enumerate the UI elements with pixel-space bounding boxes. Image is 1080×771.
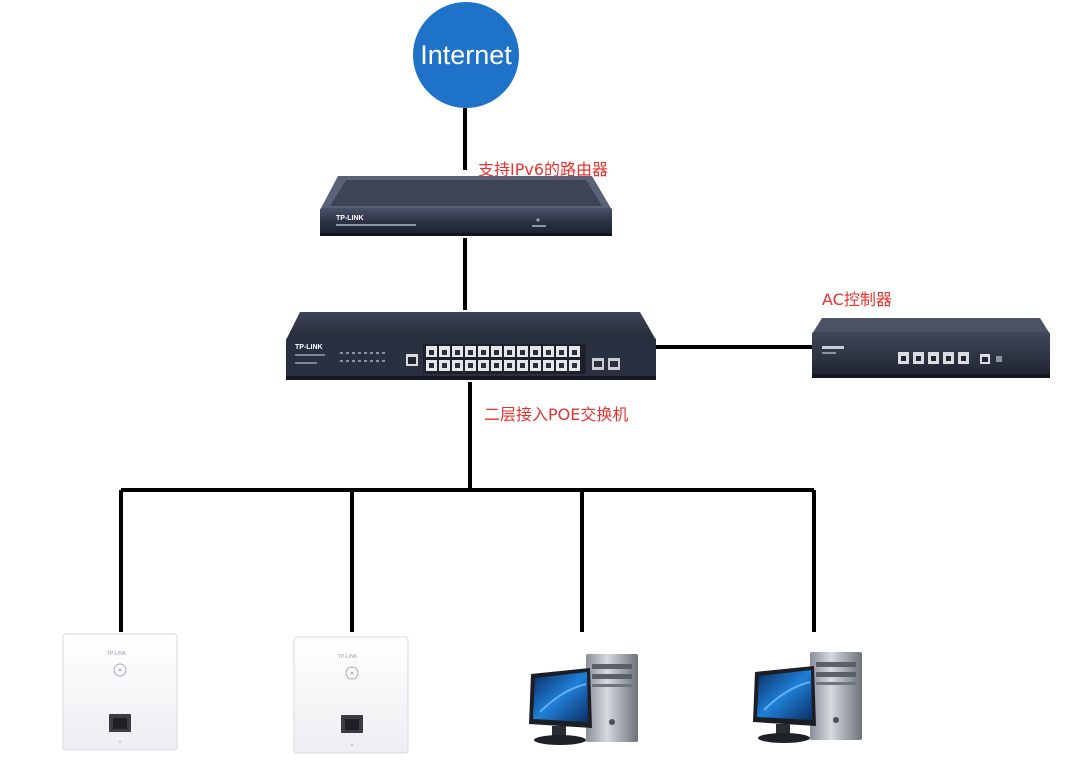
- access-point-1: TP-LINK: [62, 633, 178, 751]
- internet-label: Internet: [420, 39, 512, 70]
- switch-label: 二层接入POE交换机: [484, 405, 629, 424]
- router-brand: TP-LINK: [336, 215, 364, 222]
- switch-device: TP-LINK: [286, 312, 656, 380]
- access-point-2: TP-LINK: [293, 636, 409, 754]
- computer-2: [753, 652, 862, 743]
- ac-controller-label: AC控制器: [822, 290, 892, 309]
- internet-cloud: Internet: [413, 2, 519, 108]
- router-device: TP-LINK: [320, 176, 612, 236]
- link-lines: [119, 108, 816, 632]
- access-point-1-brand: TP-LINK: [107, 651, 127, 657]
- ac-controller-device: [812, 318, 1050, 378]
- switch-brand: TP-LINK: [295, 344, 323, 351]
- access-point-2-brand: TP-LINK: [338, 654, 358, 660]
- computer-1: [529, 654, 638, 745]
- router-label: 支持IPv6的路由器: [478, 160, 609, 179]
